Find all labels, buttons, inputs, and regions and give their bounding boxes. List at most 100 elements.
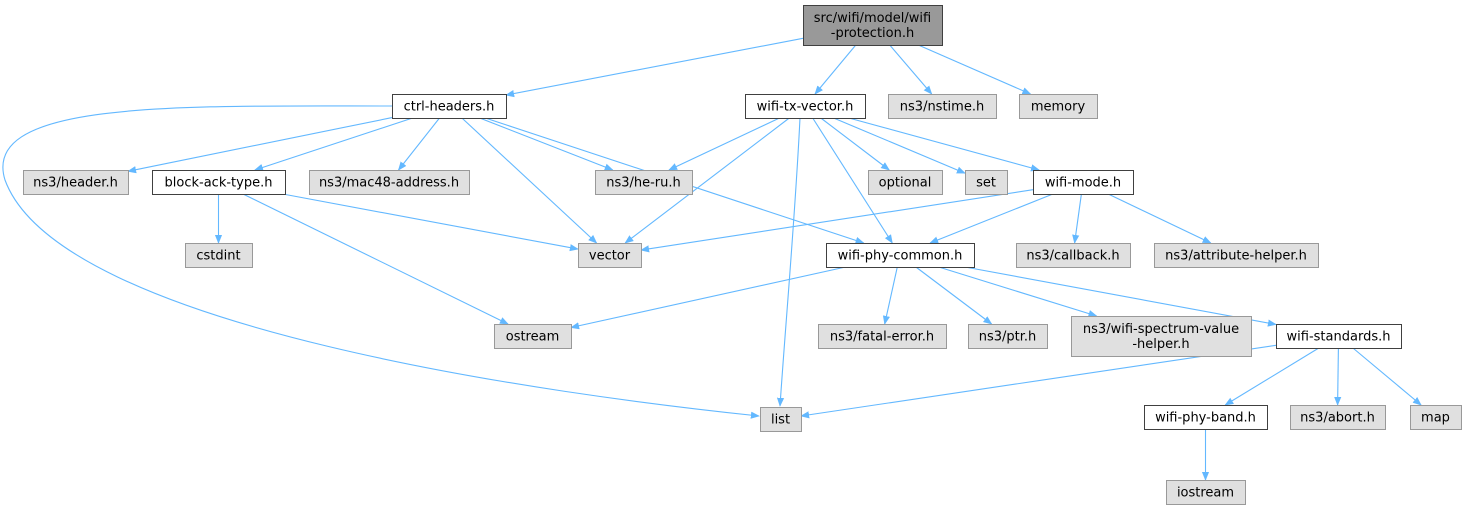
node-label: ns3/ptr.h [979,330,1037,345]
node-ctrl-headers[interactable]: ctrl-headers.h [392,94,507,119]
node-box [826,243,975,268]
edges-layer [2,37,1422,481]
node-label: ns3/header.h [33,176,118,191]
node-ns3-abort: ns3/abort.h [1290,405,1386,430]
edge-wifi-tx-vector-to-list [776,117,801,407]
node-box [803,5,943,46]
node-block-ack-type[interactable]: block-ack-type.h [152,170,286,195]
edge-wifi-tx-vector-to-wifi-mode [848,117,1040,172]
node-label: optional [879,176,932,191]
edge-wifi-tx-vector-to-wifi-phy-common [812,117,893,244]
node-optional: optional [868,170,943,195]
node-label: ns3/attribute-helper.h [1165,249,1307,264]
edge-wifi-standards-to-list [800,344,1277,419]
edge-wifi-standards-to-wifi-phy-band [1224,347,1320,406]
nodes-layer: src/wifi/model/wifi-protection.h ctrl-hea… [23,5,1462,505]
node-ns3-spectrum: ns3/wifi-spectrum-value-helper.h [1071,316,1252,357]
node-label: ns3/nstime.h [900,100,984,115]
node-wifi-mode[interactable]: wifi-mode.h [1033,170,1134,195]
node-label: ns3/mac48-address.h [319,176,459,191]
node-box [1410,405,1462,430]
node-label: ns3/abort.h [1300,411,1375,426]
node-box [888,94,997,119]
node-set: set [965,170,1008,195]
node-wifi-phy-common[interactable]: wifi-phy-common.h [826,243,975,268]
node-root[interactable]: src/wifi/model/wifi-protection.h [803,5,943,46]
node-box [392,94,507,119]
node-label: vector [589,249,631,264]
node-wifi-tx-vector[interactable]: wifi-tx-vector.h [745,94,866,119]
node-box [1276,324,1402,349]
node-box [1144,405,1268,430]
edge-root-to-wifi-tx-vector [814,44,857,95]
edge-block-ack-type-to-ostream [242,193,509,325]
node-label: wifi-phy-common.h [838,249,963,264]
edge-wifi-phy-common-to-ostream [570,266,846,330]
edge-root-to-ctrl-headers [505,37,804,98]
node-memory: memory [1019,94,1098,119]
edge-wifi-mode-to-vector [640,189,1034,253]
node-box [1290,405,1386,430]
node-label: cstdint [196,249,240,264]
edge-wifi-tx-vector-to-optional [820,117,890,171]
node-label: set [976,176,996,191]
edge-ctrl-headers-to-ns3-header [127,117,393,174]
node-ns3-attr-helper: ns3/attribute-helper.h [1154,243,1319,268]
edge-wifi-phy-common-to-ns3-spectrum [938,266,1098,318]
node-label: block-ack-type.h [165,176,273,191]
node-label: ctrl-headers.h [404,100,495,115]
node-label: wifi-standards.h [1287,330,1391,345]
node-map: map [1410,405,1462,430]
edge-root-to-memory [918,44,1032,95]
node-label: iostream [1177,486,1234,501]
node-label: wifi-mode.h [1045,176,1121,191]
node-label: -helper.h [1132,337,1189,352]
node-wifi-standards[interactable]: wifi-standards.h [1276,324,1402,349]
edge-ctrl-headers-to-block-ack-type [254,117,413,171]
node-label: src/wifi/model/wifi [814,11,931,26]
node-label: wifi-tx-vector.h [757,100,854,115]
node-box [1154,243,1319,268]
node-ns3-ptr: ns3/ptr.h [968,324,1048,349]
node-box [309,170,470,195]
node-box [745,94,866,119]
node-box [1071,316,1252,357]
node-label: list [771,413,790,428]
node-label: memory [1031,100,1086,115]
node-ns3-he-ru: ns3/he-ru.h [595,170,693,195]
node-box [868,170,943,195]
node-label: ns3/he-ru.h [606,176,681,191]
node-box [760,407,802,432]
node-box [1019,94,1098,119]
node-cstdint: cstdint [185,243,253,268]
node-box [818,324,947,349]
node-box [968,324,1048,349]
edge-wifi-phy-common-to-wifi-standards [964,266,1277,327]
node-box [152,170,286,195]
node-label: ostream [506,330,560,345]
node-ostream: ostream [494,324,572,349]
node-list: list [760,407,802,432]
node-box [595,170,693,195]
edge-ctrl-headers-to-vector [461,117,598,244]
edge-ctrl-headers-to-ns3-he-ru [479,117,614,171]
node-box [965,170,1008,195]
node-box [578,243,642,268]
edge-wifi-tx-vector-to-ns3-he-ru [668,117,780,171]
edge-wifi-standards-to-map [1352,347,1422,406]
edge-wifi-standards-to-ns3-abort [1334,347,1342,406]
edge-ctrl-headers-to-ns3-mac48 [397,117,440,171]
node-box [23,170,129,195]
node-wifi-phy-band[interactable]: wifi-phy-band.h [1144,405,1268,430]
node-box [185,243,253,268]
node-label: wifi-phy-band.h [1155,411,1256,426]
node-ns3-mac48: ns3/mac48-address.h [309,170,470,195]
edge-wifi-phy-common-to-ns3-ptr [915,266,993,325]
node-label: ns3/wifi-spectrum-value [1083,322,1239,337]
node-box [1016,243,1131,268]
node-box [494,324,572,349]
edge-wifi-tx-vector-to-vector [624,117,790,244]
edge-wifi-mode-to-wifi-phy-common [929,193,1054,244]
edge-wifi-mode-to-ns3-callback [1072,193,1082,244]
